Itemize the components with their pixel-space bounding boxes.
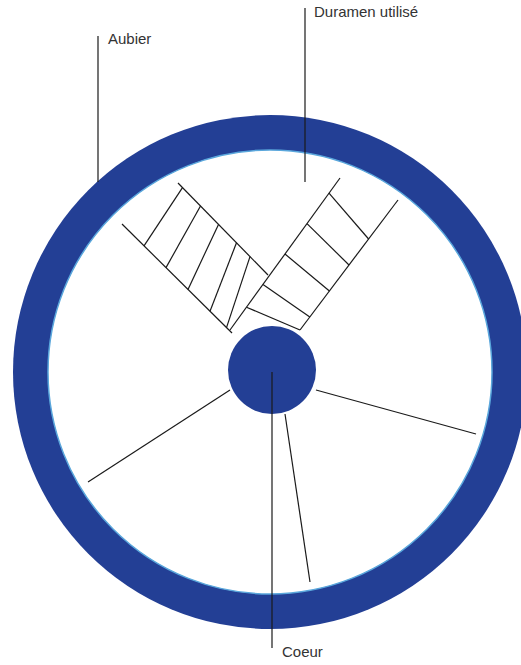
leader-lines <box>98 8 305 648</box>
part-label: Coeur <box>280 643 325 661</box>
heartwood-area <box>48 150 492 594</box>
sapwood-ring <box>13 115 521 629</box>
part-label: Aubier <box>106 30 153 48</box>
part-label: Duramen utilisé <box>312 3 420 21</box>
cut-lines <box>88 178 476 582</box>
